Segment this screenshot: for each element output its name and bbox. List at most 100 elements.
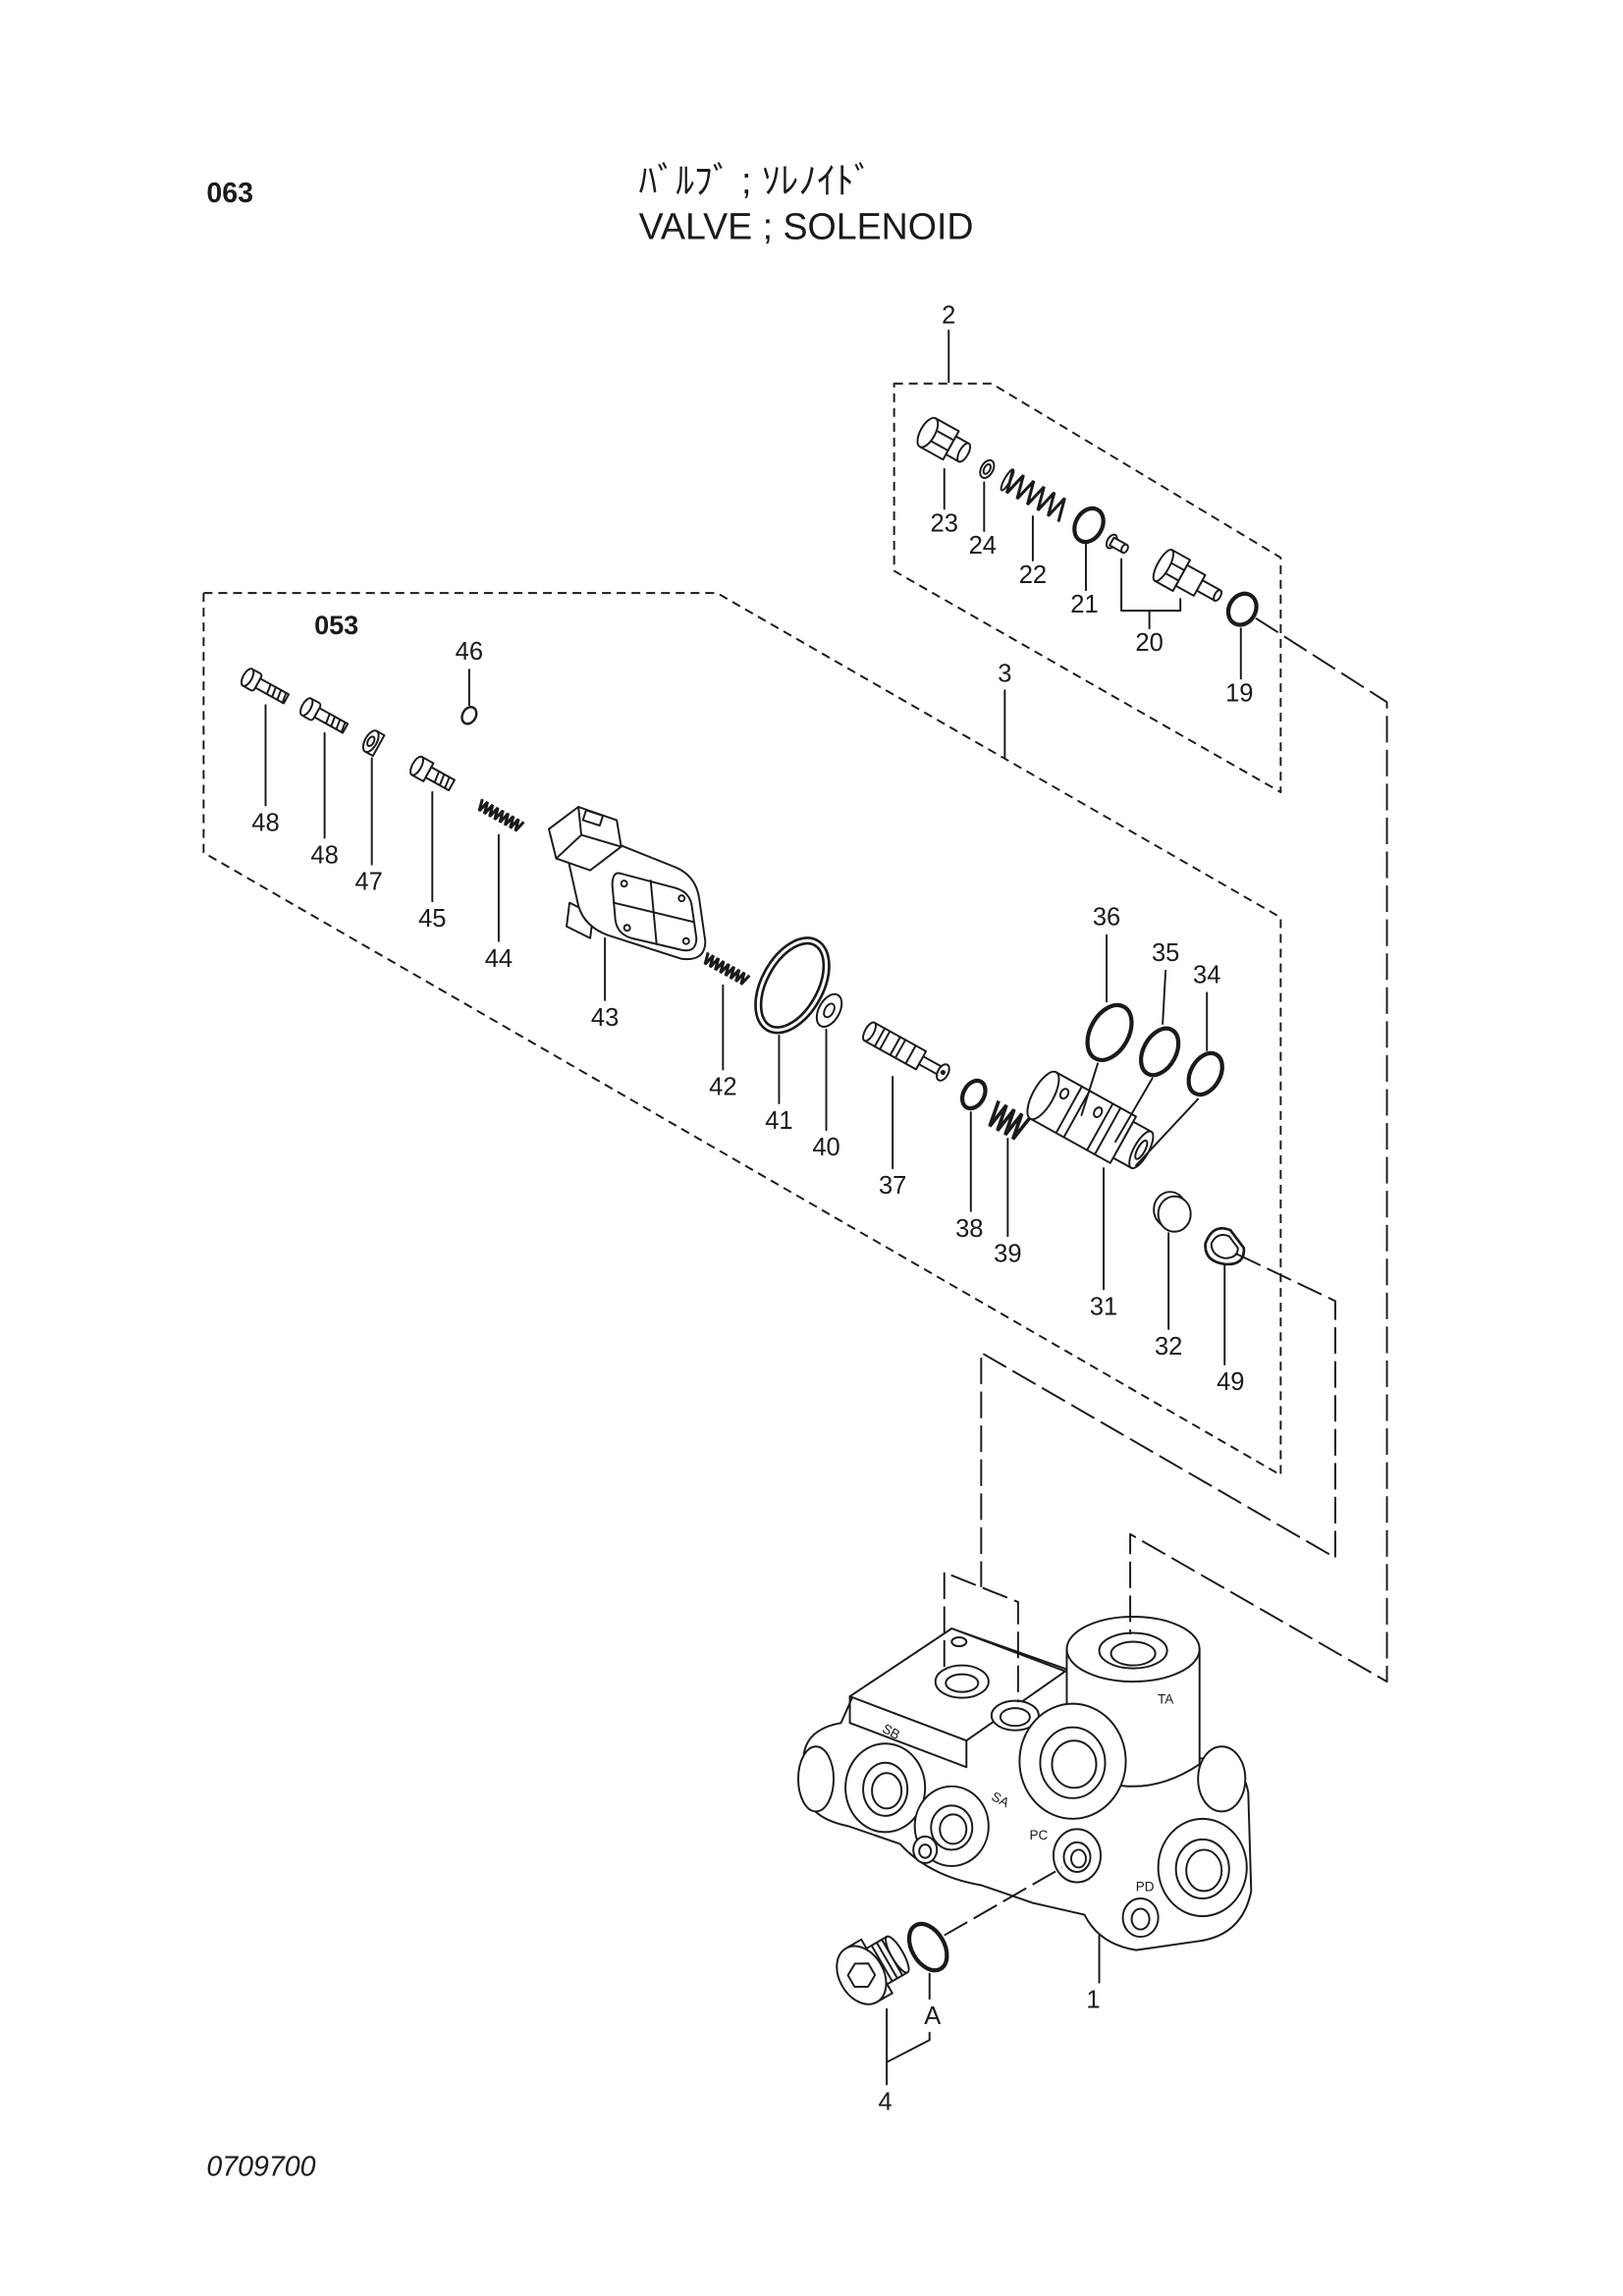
callout-label: 48	[310, 842, 338, 870]
callout-2: 2	[942, 302, 955, 384]
marking-ta: TA	[1158, 1692, 1173, 1707]
part-47-nut	[361, 729, 386, 758]
part-36-o-ring	[1085, 1002, 1134, 1062]
callout-label: 23	[931, 509, 958, 537]
callout-label: 1	[1086, 1987, 1100, 2014]
part-4-plug	[836, 1935, 910, 2005]
part-48-bolt	[240, 667, 291, 705]
part-46-o-ring	[460, 706, 478, 725]
callout-label: 45	[418, 905, 446, 933]
callout-label: 49	[1217, 1368, 1244, 1396]
o-ring-to-sleeve-leaders	[1080, 1062, 1200, 1167]
callout-label: 24	[969, 532, 997, 560]
subassembly-3-boundary	[202, 592, 1282, 1476]
callout-label: 35	[1152, 939, 1179, 967]
callout-48-second: 48	[310, 731, 339, 870]
callout-label: 19	[1225, 679, 1253, 707]
callout-3: 3	[998, 661, 1011, 760]
callout-label: 20	[1135, 629, 1163, 657]
part-42-spring	[703, 951, 751, 986]
part-49-gasket	[1204, 1226, 1246, 1266]
callout-label: 34	[1193, 961, 1220, 988]
callout-47: 47	[354, 757, 383, 896]
callout-label: A	[924, 2002, 941, 2030]
callout-35: 35	[1152, 939, 1179, 1025]
callout-label: 32	[1155, 1333, 1182, 1361]
callout-1: 1	[1086, 1934, 1101, 2014]
callout-20: 20	[1120, 558, 1182, 657]
callout-label: 36	[1093, 904, 1120, 932]
callout-21: 21	[1070, 542, 1099, 618]
callout-label: 44	[485, 945, 513, 973]
part-1-valve-body: TA SB SA PC PD	[796, 1616, 1253, 1951]
page-code: 063	[206, 178, 253, 209]
part-21-o-ring	[1072, 506, 1106, 545]
callout-40: 40	[812, 1028, 840, 1161]
callout-label: 40	[812, 1134, 839, 1161]
callout-42: 42	[709, 984, 737, 1101]
callout-label: 4	[879, 2088, 893, 2115]
callout-38: 38	[955, 1111, 983, 1243]
callout-label: 42	[709, 1074, 736, 1101]
callout-23: 23	[931, 467, 958, 537]
callout-37: 37	[879, 1076, 906, 1200]
callout-31: 31	[1090, 1167, 1117, 1320]
part-37-spool	[862, 1021, 950, 1082]
drawing-number: 0709700	[206, 2152, 315, 2183]
callout-label: 31	[1090, 1293, 1117, 1320]
callout-19: 19	[1225, 627, 1253, 707]
part-44-spring	[477, 798, 525, 832]
part-39-spring	[988, 1099, 1032, 1141]
callout-41: 41	[765, 1034, 793, 1135]
callout-a: A	[924, 1972, 941, 2030]
callout-label: 21	[1070, 591, 1098, 618]
hex-socket-icon	[846, 1962, 877, 1988]
callout-label: 22	[1019, 561, 1047, 589]
callout-label: 2	[942, 302, 955, 330]
port-hole-upper	[934, 1664, 990, 1699]
callout-label: 48	[251, 810, 279, 837]
subassembly-2-boundary	[893, 382, 1282, 793]
callout-label: 38	[955, 1215, 983, 1243]
marking-pc: PC	[1030, 1828, 1049, 1842]
callout-label: 39	[994, 1240, 1021, 1267]
callout-label: 46	[456, 638, 483, 666]
callout-44: 44	[485, 833, 513, 973]
marking-sa: SA	[989, 1789, 1011, 1810]
part-40-washer	[815, 992, 843, 1028]
part-41-o-ring	[754, 936, 831, 1035]
callout-45: 45	[418, 790, 447, 933]
callout-label: 37	[879, 1172, 906, 1200]
assembly-line-port-pair	[943, 1571, 1019, 1703]
part-20-seat-body	[1152, 548, 1223, 603]
callout-4: 4	[879, 2007, 931, 2115]
part-45-screw	[409, 755, 456, 792]
callout-22: 22	[1019, 514, 1047, 589]
part-19-o-ring	[1225, 591, 1259, 627]
callout-39: 39	[994, 1138, 1022, 1267]
part-48-bolt-second	[299, 697, 350, 734]
part-32-cap	[1153, 1191, 1192, 1233]
callout-label: 43	[591, 1004, 619, 1032]
part-4-o-ring	[906, 1921, 949, 1973]
title-english: VALVE ; SOLENOID	[639, 205, 974, 246]
callout-36: 36	[1093, 904, 1120, 1003]
part-38-o-ring	[959, 1078, 988, 1111]
title-japanese: ﾊﾞﾙﾌﾞ ; ｿﾚﾉｲﾄﾞ	[639, 160, 873, 201]
part-43-solenoid	[548, 806, 707, 961]
subassembly-reference: 053	[314, 611, 358, 640]
part-23-plug	[916, 416, 972, 463]
callout-48-first: 48	[251, 704, 280, 837]
callout-49: 49	[1217, 1264, 1244, 1396]
part-34-o-ring	[1186, 1050, 1224, 1097]
assembly-line-item-49-to-ports	[980, 1253, 1336, 1587]
callout-43: 43	[591, 936, 619, 1032]
callout-24: 24	[969, 481, 997, 560]
callout-32: 32	[1155, 1232, 1182, 1361]
part-24-ring	[979, 458, 996, 479]
callout-46: 46	[456, 638, 483, 707]
part-31-sleeve	[1026, 1070, 1155, 1170]
callout-label: 47	[354, 869, 382, 896]
part-22-spring	[1000, 468, 1066, 522]
